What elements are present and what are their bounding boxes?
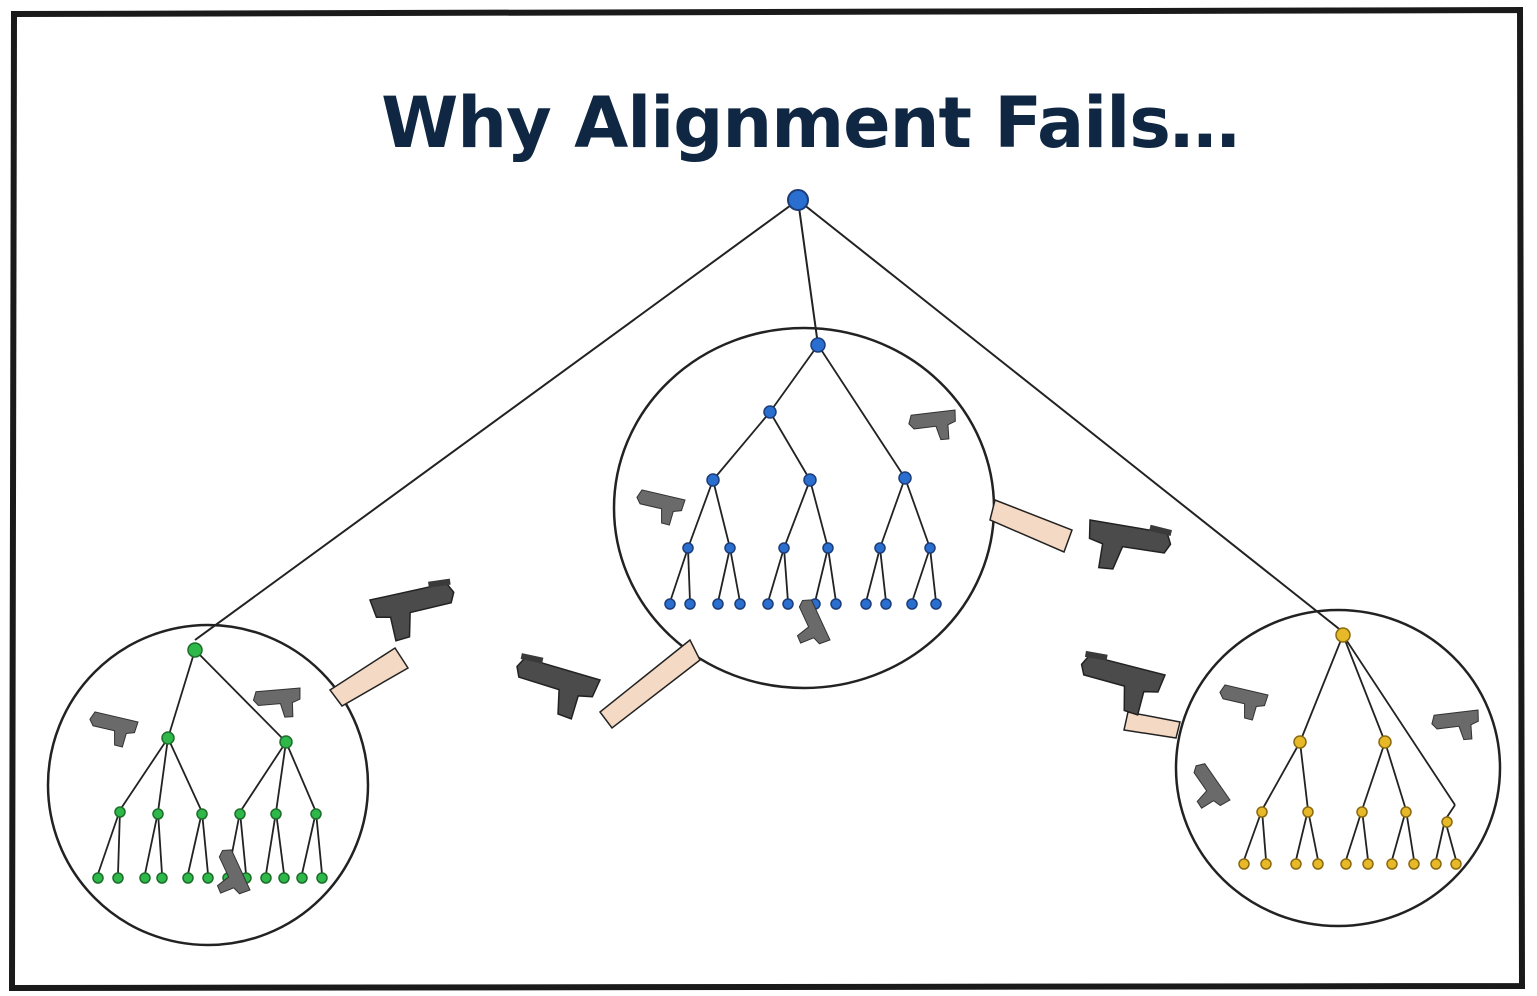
page-title: Why Alignment Fails… [381,82,1240,164]
top-links [194,199,1344,641]
hand-holding-gun-icon [989,498,1175,584]
gun-icon [86,405,1485,904]
center-nodes [664,337,942,610]
left-group [46,623,370,947]
hand-holding-gun-icon [507,638,701,730]
hand-holding-gun-icon [1073,649,1181,739]
hand-holding-gun-icon [328,577,461,707]
frame-border [8,6,1526,992]
left-tree [97,649,323,875]
center-tree [669,344,937,603]
right-tree [1243,634,1457,861]
right-group [1174,608,1502,928]
root-node [787,189,809,211]
right-nodes [1238,627,1462,870]
left-nodes [92,642,328,884]
